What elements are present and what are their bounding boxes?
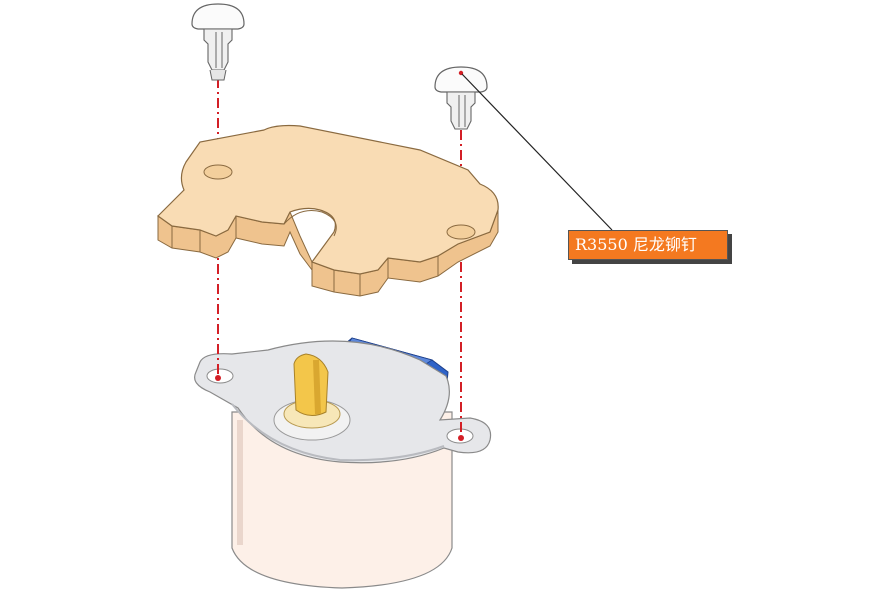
callout-label: R3550 尼龙铆钉 (575, 235, 697, 254)
motor-shaft (293, 353, 329, 416)
nylon-rivet-icon (434, 66, 488, 130)
motor-flange (194, 340, 492, 464)
wooden-plate (157, 124, 499, 297)
callout-leader (461, 73, 613, 231)
nylon-rivet-icon (191, 3, 245, 81)
callout-box: R3550 尼龙铆钉 (568, 230, 728, 260)
stepper-motor (194, 337, 492, 589)
